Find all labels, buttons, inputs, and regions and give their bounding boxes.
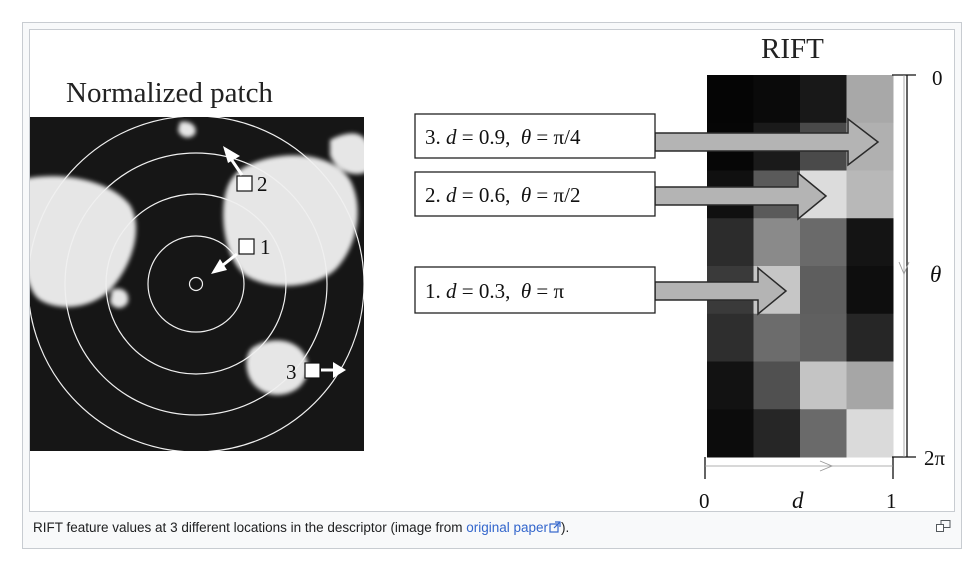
caption-text-end: ).: [561, 520, 570, 535]
rift-cell-r3-c2: [800, 218, 847, 267]
point-marker-1: 1: [211, 235, 271, 274]
svg-text:3. d = 0.9, θ = π/4: 3. d = 0.9, θ = π/4: [425, 125, 581, 149]
callout-2-theta-symbol: θ: [521, 183, 531, 207]
rift-cell-r5-c3: [846, 313, 894, 362]
callout-2-d-symbol: d: [446, 183, 457, 207]
rift-cell-r3-c1: [753, 218, 801, 267]
rift-cell-r5-c2: [800, 313, 847, 362]
rift-cell-r7-c0: [707, 409, 754, 458]
callout-1-theta-symbol: θ: [521, 279, 531, 303]
rift-cell-r7-c3: [846, 409, 894, 458]
callout-3-theta-value: = π/4: [536, 125, 581, 149]
rift-cell-r5-c0: [707, 313, 754, 362]
rift-cell-r0-c0: [707, 75, 754, 124]
rift-cell-r7-c1: [753, 409, 801, 458]
rift-cell-r4-c3: [846, 266, 894, 315]
figure-caption: RIFT feature values at 3 different locat…: [33, 518, 913, 538]
rift-cell-r4-c2: [800, 266, 847, 315]
point-label-1: 1: [260, 235, 271, 259]
d-axis: [704, 457, 894, 479]
callout-2-d-value: = 0.6,: [462, 183, 511, 207]
magnify-icon[interactable]: [936, 520, 951, 532]
rift-diagram: Normalized patch: [30, 33, 946, 512]
normalized-patch-title: Normalized patch: [66, 77, 273, 109]
caption-text: RIFT feature values at 3 different locat…: [33, 520, 467, 535]
rift-cell-r2-c3: [846, 170, 894, 219]
rift-title: RIFT: [761, 33, 824, 65]
rift-cell-r0-c1: [753, 75, 801, 124]
original-paper-link[interactable]: original paper: [466, 520, 561, 535]
callout-3-theta-symbol: θ: [521, 125, 531, 149]
callout-arrow-3: [654, 117, 880, 167]
point-label-3: 3: [286, 360, 297, 384]
callout-box-1: 1. d = 0.3, θ = π: [414, 266, 656, 314]
rift-cell-r6-c3: [846, 361, 894, 410]
rift-cell-r0-c2: [800, 75, 847, 124]
callout-3-d-value: = 0.9,: [462, 125, 511, 149]
callout-3-number: 3.: [425, 125, 441, 149]
rift-cell-r0-c3: [846, 75, 894, 124]
d-axis-label: d: [792, 488, 804, 512]
callout-1-d-value: = 0.3,: [462, 279, 511, 303]
point-marker-3: 3: [286, 360, 346, 384]
rift-cell-r5-c1: [753, 313, 801, 362]
theta-axis-top-label: 0: [932, 66, 943, 90]
rift-cell-r3-c3: [846, 218, 894, 267]
theta-axis-bottom-label: 2π: [924, 446, 946, 470]
svg-text:2. d = 0.6, θ = π/2: 2. d = 0.6, θ = π/2: [425, 183, 580, 207]
rift-cell-r6-c1: [753, 361, 801, 410]
external-link-icon: [549, 521, 561, 533]
point-label-2: 2: [257, 172, 268, 196]
rift-cell-r6-c0: [707, 361, 754, 410]
figure-frame: Normalized patch: [22, 22, 962, 549]
callout-box-2: 2. d = 0.6, θ = π/2: [414, 171, 656, 217]
rift-cell-r6-c2: [800, 361, 847, 410]
callout-2-theta-value: = π/2: [536, 183, 580, 207]
callout-1-theta-value: = π: [536, 279, 564, 303]
svg-text:1. d = 0.3, θ = π: 1. d = 0.3, θ = π: [425, 279, 565, 303]
point-marker-2: 2: [223, 146, 268, 196]
original-paper-link-text: original paper: [466, 520, 549, 535]
d-axis-right-label: 1: [886, 489, 897, 512]
normalized-patch-image: [30, 117, 364, 451]
callout-arrow-1: [654, 266, 788, 316]
callout-3-d-symbol: d: [446, 125, 457, 149]
figure-image[interactable]: Normalized patch: [29, 29, 955, 512]
theta-axis-label: θ: [930, 262, 941, 287]
theta-axis: [892, 74, 916, 458]
d-axis-left-label: 0: [699, 489, 710, 512]
callout-1-number: 1.: [425, 279, 441, 303]
rift-cell-r3-c0: [707, 218, 754, 267]
rift-cell-r7-c2: [800, 409, 847, 458]
callout-arrow-2: [654, 171, 828, 221]
callout-1-d-symbol: d: [446, 279, 457, 303]
callout-2-number: 2.: [425, 183, 441, 207]
callout-box-3: 3. d = 0.9, θ = π/4: [414, 113, 656, 159]
